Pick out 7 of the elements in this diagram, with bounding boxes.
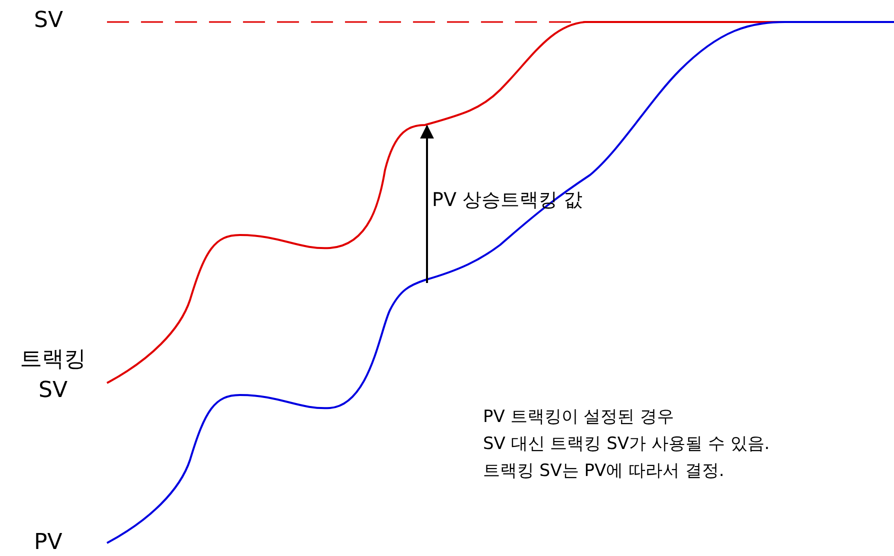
curve-label: 트랙킹 SV — [19, 346, 87, 405]
note-text: PV 트랙킹이 설정된 경우 — [483, 406, 674, 428]
curve-label: PV — [34, 530, 62, 555]
note-text: SV 대신 트랙킹 SV가 사용될 수 있음. — [483, 433, 770, 455]
note-text: 트랙킹 SV는 PV에 따라서 결정. — [483, 460, 724, 482]
measure-label: PV 상승트랙킹 값 — [432, 188, 583, 213]
axis-label: SV — [34, 8, 64, 33]
